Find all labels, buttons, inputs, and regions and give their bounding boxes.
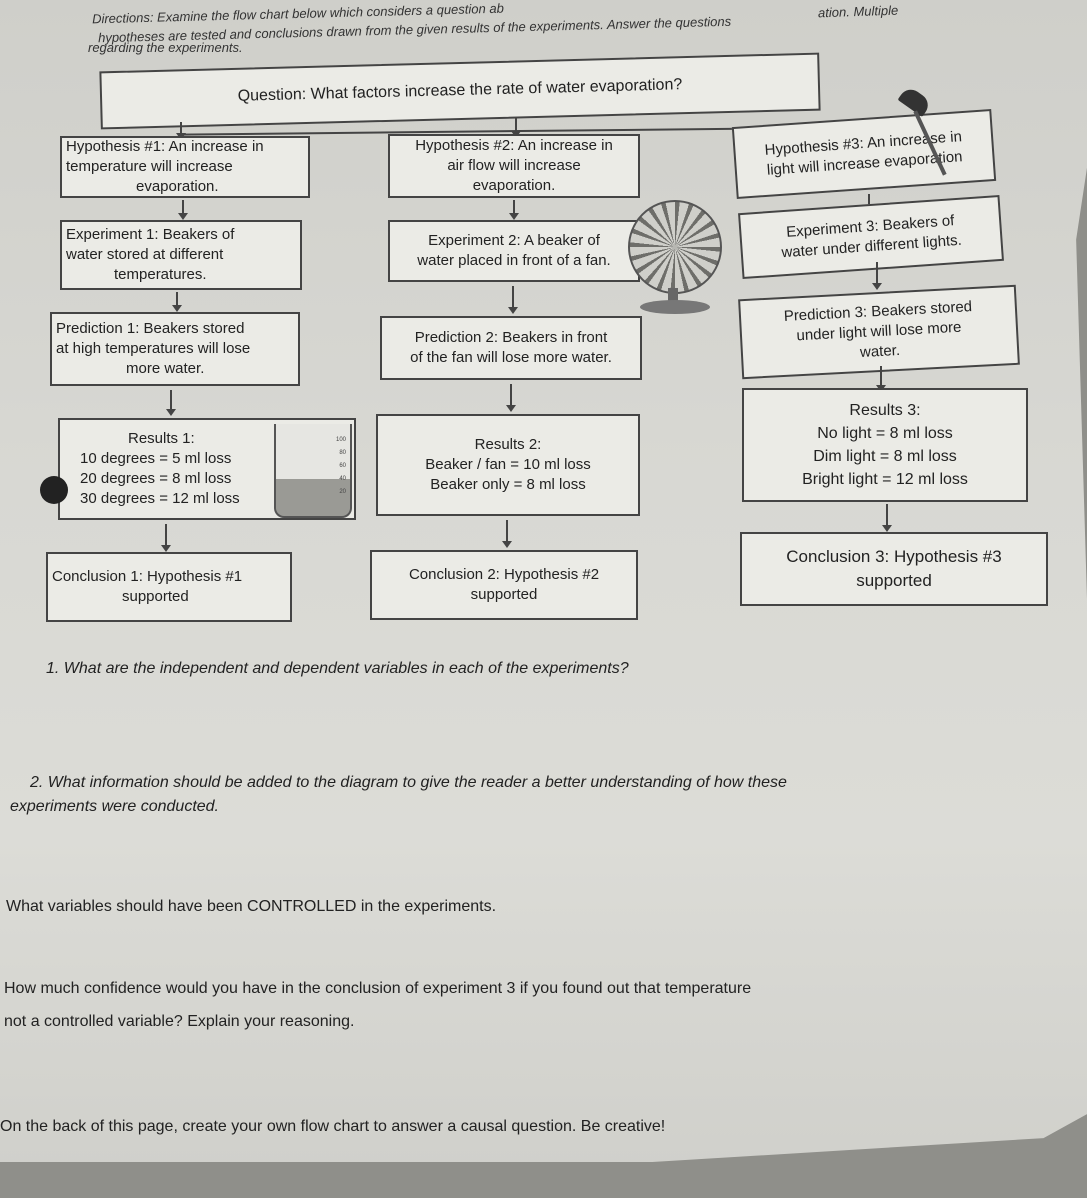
hypothesis-2-line-2: air flow will increase xyxy=(447,157,581,174)
hypothesis-2-line-1: Hypothesis #2: An increase in xyxy=(415,137,613,154)
hypothesis-1-line-3: evaporation. xyxy=(136,178,219,195)
beaker-icon: 100 80 60 40 20 xyxy=(274,424,352,518)
question-2-line-1: 2. What information should be added to t… xyxy=(30,774,787,791)
prediction-1-box: Prediction 1: Beakers stored at high tem… xyxy=(50,312,300,386)
directions-line-1-end: ation. Multiple xyxy=(817,2,899,21)
results-1-row-20: 20 degrees = 8 ml loss xyxy=(80,470,232,487)
conclusion-1-line-2: supported xyxy=(122,588,189,605)
arrow-h2-e2 xyxy=(509,200,519,220)
results-2-row-fan: Beaker / fan = 10 ml loss xyxy=(425,456,591,473)
arrow-p1-r1 xyxy=(166,390,176,416)
prediction-1-line-3: more water. xyxy=(126,360,205,377)
arrow-q-h1 xyxy=(176,122,186,140)
experiment-1-line-1: Experiment 1: Beakers of xyxy=(66,226,235,243)
conclusion-3-box: Conclusion 3: Hypothesis #3 supported xyxy=(740,532,1048,606)
experiment-2-line-1: Experiment 2: A beaker of xyxy=(428,232,600,249)
prediction-3-box: Prediction 3: Beakers stored under light… xyxy=(738,284,1020,380)
conclusion-3-line-1: Conclusion 3: Hypothesis #3 xyxy=(786,547,1002,566)
beaker-mark-40: 40 xyxy=(339,476,346,482)
arrow-r3-c3 xyxy=(882,504,892,532)
results-2-title: Results 2: xyxy=(474,436,542,453)
hypothesis-2-box: Hypothesis #2: An increase in air flow w… xyxy=(388,134,640,198)
results-3-row-dim-light: Dim light = 8 ml loss xyxy=(813,448,957,465)
prediction-2-box: Prediction 2: Beakers in front of the fa… xyxy=(380,316,642,380)
arrow-e3-p3 xyxy=(872,262,882,290)
hypothesis-1-line-1: Hypothesis #1: An increase in xyxy=(66,138,264,155)
results-3-row-bright-light: Bright light = 12 ml loss xyxy=(802,471,968,488)
experiment-1-box: Experiment 1: Beakers of water stored at… xyxy=(60,220,302,290)
results-3-box: Results 3: No light = 8 ml loss Dim ligh… xyxy=(742,388,1028,502)
experiment-2-box: Experiment 2: A beaker of water placed i… xyxy=(388,220,640,282)
question-5: On the back of this page, create your ow… xyxy=(0,1118,666,1135)
conclusion-2-box: Conclusion 2: Hypothesis #2 supported xyxy=(370,550,638,620)
arrow-e1-p1 xyxy=(172,292,182,312)
fan-icon xyxy=(628,200,722,294)
conclusion-3-line-2: supported xyxy=(856,571,932,590)
question-4-line-1: How much confidence would you have in th… xyxy=(4,980,752,997)
hypothesis-1-line-2: temperature will increase xyxy=(66,158,233,175)
question-2-line-2: experiments were conducted. xyxy=(10,798,219,815)
arrow-p3-r3 xyxy=(876,366,886,392)
results-1-title: Results 1: xyxy=(128,430,195,447)
beaker-mark-20: 20 xyxy=(339,489,346,495)
arrow-h1-e1 xyxy=(178,200,188,220)
prediction-1-line-2: at high temperatures will lose xyxy=(56,340,251,357)
arrow-r1-c1 xyxy=(161,524,171,552)
prediction-2-line-2: of the fan will lose more water. xyxy=(410,349,612,366)
experiment-1-line-2: water stored at different xyxy=(66,246,224,263)
fan-base-icon xyxy=(640,300,710,314)
question-4-line-2: not a controlled variable? Explain your … xyxy=(4,1013,355,1030)
conclusion-1-line-1: Conclusion 1: Hypothesis #1 xyxy=(52,568,243,585)
hypothesis-2-line-3: evaporation. xyxy=(472,177,556,194)
question-1: 1. What are the independent and dependen… xyxy=(46,660,629,677)
conclusion-2-line-2: supported xyxy=(470,586,538,603)
prediction-2-line-1: Prediction 2: Beakers in front xyxy=(414,329,608,346)
question-text: Question: What factors increase the rate… xyxy=(237,76,683,105)
arrow-q-h2 xyxy=(511,118,521,138)
results-2-box: Results 2: Beaker / fan = 10 ml loss Bea… xyxy=(376,414,640,516)
experiment-2-line-2: water placed in front of a fan. xyxy=(417,252,611,269)
question-3: What variables should have been CONTROLL… xyxy=(6,898,497,915)
arrow-r2-c2 xyxy=(502,520,512,548)
conclusion-2-line-1: Conclusion 2: Hypothesis #2 xyxy=(408,566,600,583)
arrow-e2-p2 xyxy=(508,286,518,314)
results-3-row-no-light: No light = 8 ml loss xyxy=(817,425,953,442)
prediction-1-line-1: Prediction 1: Beakers stored xyxy=(56,320,245,337)
fan-stand-icon xyxy=(668,288,678,302)
beaker-mark-100: 100 xyxy=(335,437,346,443)
hole-punch-icon xyxy=(40,476,68,504)
beaker-mark-80: 80 xyxy=(339,450,346,456)
arrow-p2-r2 xyxy=(506,384,516,412)
hypothesis-1-box: Hypothesis #1: An increase in temperatur… xyxy=(60,136,310,198)
directions-line-3: regarding the experiments. xyxy=(88,40,243,55)
results-2-row-only: Beaker only = 8 ml loss xyxy=(430,476,586,493)
results-1-row-30: 30 degrees = 12 ml loss xyxy=(80,490,240,507)
results-1-row-10: 10 degrees = 5 ml loss xyxy=(80,450,232,467)
results-3-title: Results 3: xyxy=(849,402,921,419)
conclusion-1-box: Conclusion 1: Hypothesis #1 supported xyxy=(46,552,292,622)
beaker-mark-60: 60 xyxy=(339,463,346,469)
experiment-1-line-3: temperatures. xyxy=(114,266,207,283)
